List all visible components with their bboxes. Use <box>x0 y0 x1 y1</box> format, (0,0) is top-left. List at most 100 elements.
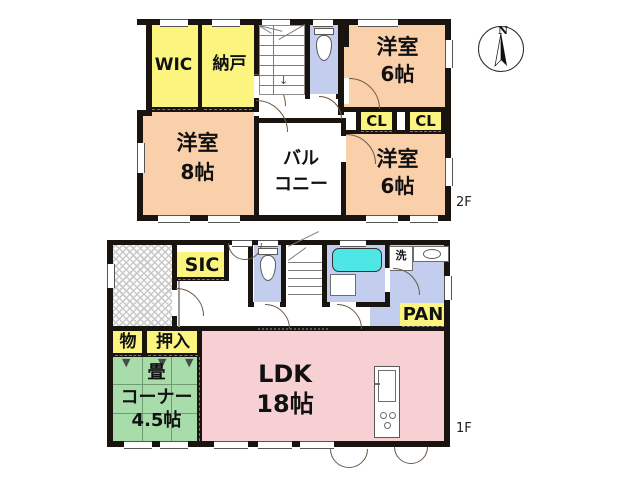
doorway-washroom <box>385 268 390 292</box>
window-bedroom8-left <box>137 143 145 173</box>
wall-1f-left <box>107 240 113 447</box>
doorway-bed6bottom <box>341 136 346 162</box>
window-bed6top-top <box>358 19 398 27</box>
bath-washing-area <box>330 274 356 296</box>
window-bed6bottom-right <box>445 158 453 186</box>
label-tatami-line1: 畳 <box>147 362 166 383</box>
ldk-hall-opening-line <box>258 328 328 330</box>
label-sic: SIC <box>184 254 220 276</box>
label-tatami-line2: コーナー <box>120 387 193 408</box>
wall-genkan-right <box>172 245 177 331</box>
second-floor-plan: ↓ WIC 納戸 洋室 8帖 バル コニー 洋室 6帖 洋室 6帖 CL CL … <box>0 0 640 230</box>
wall-genkan-bottom <box>113 326 203 331</box>
wall-bed6top-left <box>344 25 349 47</box>
stove-burner-1 <box>380 412 387 419</box>
closet-arrow-2: ▼ <box>158 356 167 369</box>
stairs-down-arrow-2f: ↓ <box>279 74 289 87</box>
wall-wic-nando-divider <box>198 25 202 110</box>
wall-wc2f-right <box>338 25 344 115</box>
closet-mono-front-line <box>115 355 141 356</box>
label-balcony-line1: バル <box>283 148 319 169</box>
window-genkan-left <box>107 264 115 288</box>
window-ldk-bottom-2 <box>258 441 292 449</box>
label-bedroom8-area: 8帖 <box>180 160 215 184</box>
tatami-ldk-dashed-divider <box>199 357 200 441</box>
wall-cl-right <box>441 110 446 134</box>
wall-1f-top <box>107 240 450 245</box>
label-pan: PAN <box>402 304 444 325</box>
window-bath-top <box>340 240 366 247</box>
wall-wc2f-left <box>305 25 310 97</box>
wall-2f-right <box>445 19 451 221</box>
wall-bed6bottom-top <box>344 130 451 134</box>
wall-2f-bottom <box>137 215 451 221</box>
wall-2f-left-upper <box>146 19 152 115</box>
closet-cl1-front-line <box>361 131 392 132</box>
toilet-bowl-2f <box>316 35 332 61</box>
compass-north-label: N <box>498 24 509 37</box>
wall-balcony-top <box>254 118 346 123</box>
closet-arrow-3: ▼ <box>185 356 194 369</box>
stairs-2f: ↓ <box>258 24 305 95</box>
toilet-tank-1f <box>258 248 278 255</box>
closet-nando-front-line <box>204 109 252 110</box>
closet-pan-front-line <box>402 326 444 327</box>
kitchen-faucet <box>375 383 380 385</box>
wall-1f-right <box>444 240 450 447</box>
closet-oshiire-front-line <box>148 355 198 356</box>
washbasin <box>423 249 441 259</box>
window-bedroom8-bottom-2 <box>208 215 240 223</box>
label-wic: WIC <box>154 55 193 75</box>
closet-arrow-1: ▼ <box>122 356 131 369</box>
label-ldk-area: 18帖 <box>256 390 314 418</box>
window-bed6bottom-bottom <box>366 215 398 223</box>
wall-bed6top-bottom <box>344 107 451 112</box>
window-bed6bottom-bottom-2 <box>410 215 438 223</box>
wall-stairs-right <box>322 245 327 307</box>
label-ldk-name: LDK <box>258 360 312 388</box>
label-nando: 納戸 <box>212 54 247 74</box>
label-bedroom6-bottom-area: 6帖 <box>380 174 415 198</box>
room-wic-fill <box>146 25 201 110</box>
toilet-tank-2f <box>314 28 334 35</box>
closet-wic-front-line <box>152 109 196 110</box>
door-arc-entry-top <box>228 243 262 260</box>
window-nando-top <box>212 19 240 27</box>
label-bedroom6-top-area: 6帖 <box>380 62 415 86</box>
wall-2f-top <box>137 19 451 25</box>
wall-corridor-right <box>248 245 253 307</box>
room-ldk-fill <box>200 330 450 441</box>
toilet-bowl-1f <box>260 255 276 281</box>
stove-burner-2 <box>389 412 396 419</box>
bathtub <box>332 248 382 272</box>
north-compass: N <box>478 24 524 72</box>
label-washroom: 洗 <box>395 249 407 262</box>
room-balcony-fill <box>258 122 344 215</box>
room-tatami-fill <box>113 356 200 441</box>
window-washroom-right <box>444 276 452 300</box>
wall-wc1f-right <box>281 245 286 307</box>
window-wic-top <box>160 19 188 27</box>
doorway-genkan <box>172 290 177 316</box>
label-mono: 物 <box>119 332 137 352</box>
compass-needle-icon <box>494 32 507 68</box>
wall-cl-left <box>356 110 361 134</box>
room-cl1-fill <box>360 110 393 133</box>
window-ldk-bottom-1 <box>214 441 248 449</box>
label-bedroom6-bottom-name: 洋室 <box>376 147 419 171</box>
tatami-grid <box>113 356 200 441</box>
wall-bedroom8-right <box>254 112 259 221</box>
room-mono-fill <box>113 330 143 356</box>
label-bedroom6-top-name: 洋室 <box>376 35 419 59</box>
window-tatami-bottom <box>124 441 152 449</box>
wall-mono-right <box>142 330 147 356</box>
label-bedroom8-name: 洋室 <box>176 131 219 155</box>
label-oshiire: 押入 <box>156 332 190 352</box>
washer-pan-box <box>389 246 413 271</box>
window-tatami-bottom-2 <box>160 441 188 449</box>
label-cl2: CL <box>415 112 436 130</box>
room-genkan-fill <box>113 245 175 328</box>
room-sic-fill <box>176 252 228 280</box>
